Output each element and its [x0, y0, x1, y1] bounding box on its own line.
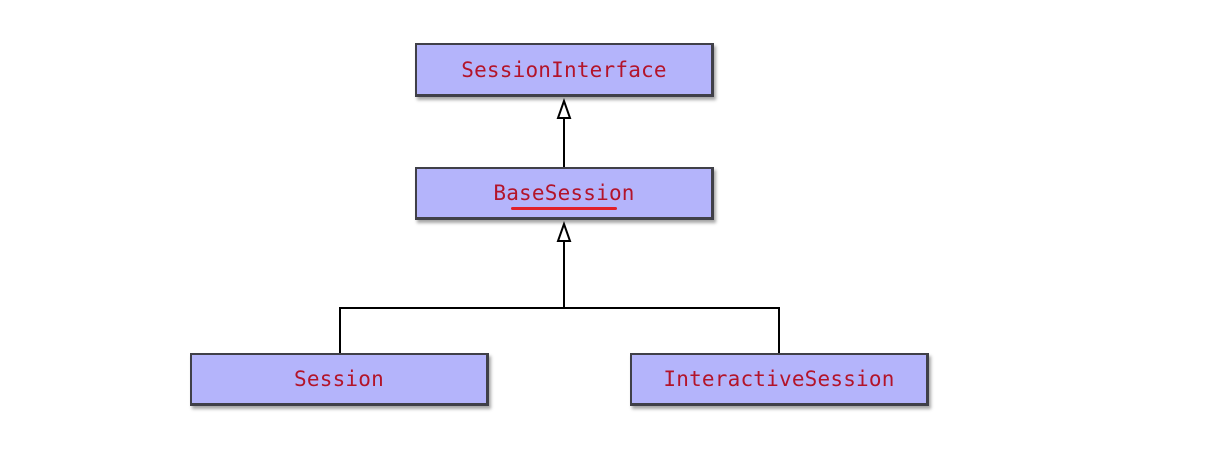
spellcheck-underline: [511, 207, 617, 210]
inheritance-arrow-base: [556, 220, 572, 242]
class-label-session-interface: SessionInterface: [461, 57, 667, 82]
class-box-session: Session: [190, 353, 489, 406]
class-label-base-session: BaseSession: [493, 181, 635, 205]
class-box-session-interface: SessionInterface: [415, 43, 714, 97]
inheritance-arrow-interface: [556, 97, 572, 119]
class-label-interactive-session: InteractiveSession: [663, 367, 895, 391]
class-box-interactive-session: InteractiveSession: [630, 353, 929, 406]
class-box-base-session: BaseSession: [415, 167, 714, 220]
class-label-session: Session: [294, 367, 384, 391]
